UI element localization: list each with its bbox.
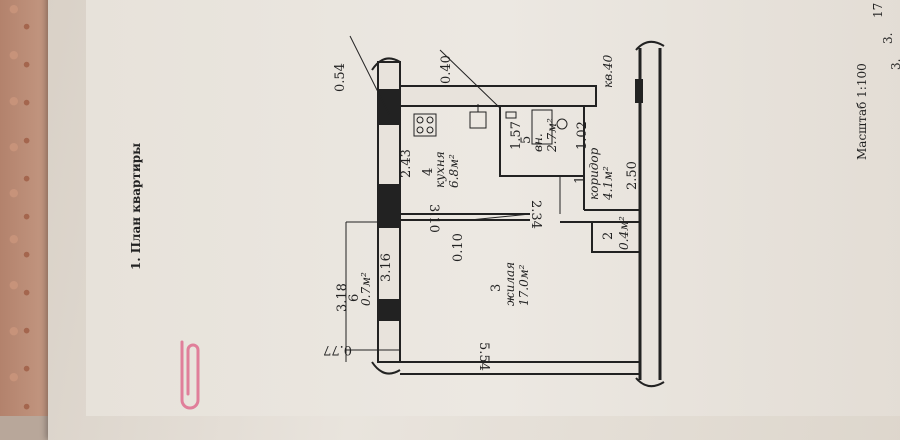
edge-text-3: 3. [889,59,900,70]
svg-text:3: 3 [489,284,504,292]
dimension-010: 0.10 [451,233,466,262]
dimension-040: 0.40 [439,55,454,84]
svg-text:кухня: кухня [433,151,447,188]
document-title: 1. План квартиры [129,143,143,270]
dimension-318: 3.18 [335,283,350,312]
apartment-number: кв.40 [601,54,615,88]
dimension-077: 0.77 [323,342,352,357]
dimension-554: 5.54 [476,342,491,371]
paper-clip-icon [180,340,200,410]
svg-text:коридор: коридор [587,147,601,200]
svg-text:2.7м²: 2.7м² [545,118,559,153]
kitchen-stove-icon [413,113,437,137]
dimension-054: 0.54 [333,63,348,92]
svg-text:4: 4 [421,168,436,176]
dimension-243: 2.43 [399,149,414,178]
room-1-label: 1 коридор 4.1м² [573,147,615,201]
dimension-102: 1.02 [575,121,590,150]
room-3-label: 3 жилая 17.0м² [489,262,531,306]
dimension-157: 1.57 [509,121,524,150]
room-4-label: 4 кухня 6.8м² [421,151,461,188]
dimension-316: 3.16 [379,253,394,282]
edge-text-2: 3. [881,33,895,44]
svg-text:0.4м²: 0.4м² [617,216,631,250]
svg-text:жилая: жилая [503,262,517,306]
exterior-walls [371,40,665,388]
document-page [86,0,900,416]
svg-text:0.7м²: 0.7м² [359,272,373,306]
floor-plan-drawing: 1. План квартиры Масштаб 1:100 [129,3,900,388]
kitchen-sink-icon [469,104,487,129]
edge-text-1: 17 [871,3,885,18]
scale-label: Масштаб 1:100 [855,63,869,160]
svg-text:вн.: вн. [531,133,545,152]
room-2-label: 2 0.4м² [601,216,631,250]
svg-text:1: 1 [573,176,588,184]
svg-text:2: 2 [601,232,616,240]
svg-text:6: 6 [347,294,362,302]
dimension-310: 3.10 [426,204,441,233]
dimension-250: 2.50 [625,161,640,190]
svg-text:4.1м²: 4.1м² [601,166,615,201]
svg-text:5: 5 [519,136,534,144]
room-6-label: 6 0.7м² [347,272,373,306]
svg-text:17.0м²: 17.0м² [517,264,531,306]
dimension-lines [345,35,561,362]
room-5-label: 5 вн. 2.7м² [519,118,559,153]
bathtub-icon [505,109,568,145]
svg-text:6.8м²: 6.8м² [447,154,461,188]
dimension-234: 2.34 [528,200,543,229]
